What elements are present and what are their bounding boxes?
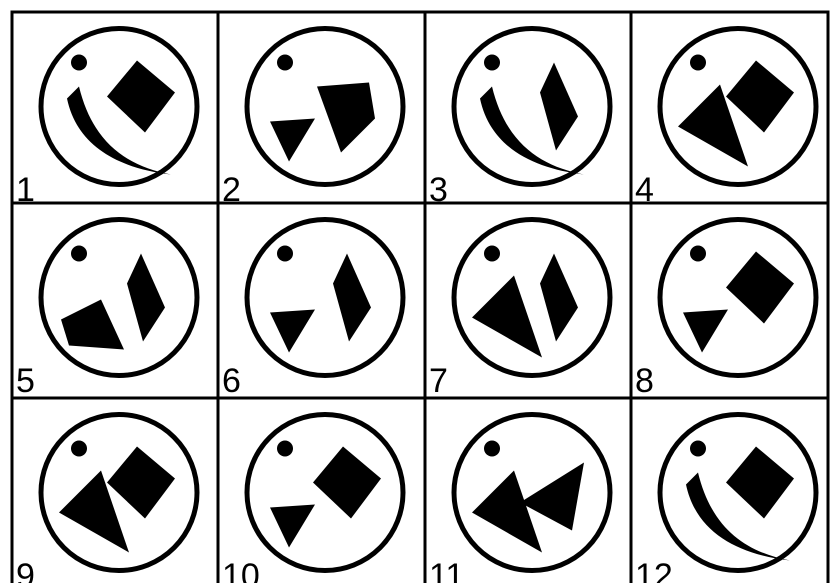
figure-circle [454, 29, 610, 185]
figure-dot [71, 55, 87, 71]
figure-dot [71, 441, 87, 457]
cell-number-label: 7 [429, 362, 448, 400]
figure-cell-7: 7 [429, 220, 610, 401]
figure-cell-1: 1 [16, 29, 197, 210]
figure-dot [690, 246, 706, 262]
figure-dot [484, 441, 500, 457]
figure-cell-4: 4 [635, 29, 816, 210]
figure-dot [690, 441, 706, 457]
figure-cell-9: 9 [16, 415, 197, 583]
figure-dot [484, 55, 500, 71]
figure-dot [277, 246, 293, 262]
figure-cell-11: 11 [429, 415, 610, 583]
figure-circle [247, 220, 403, 376]
cell-number-label: 10 [222, 557, 260, 583]
cell-number-label: 12 [635, 557, 673, 583]
cell-number-label: 3 [429, 171, 448, 209]
figure-dot [277, 441, 293, 457]
figure-cell-6: 6 [222, 220, 403, 401]
figure-circle [41, 220, 197, 376]
figure-cell-8: 8 [635, 220, 816, 401]
figure-cell-12: 12 [635, 415, 816, 583]
figure-circle [454, 415, 610, 571]
cell-number-label: 4 [635, 171, 654, 209]
cell-number-label: 8 [635, 362, 654, 400]
figure-cell-2: 2 [222, 29, 403, 210]
figure-cell-5: 5 [16, 220, 197, 401]
cell-number-label: 11 [429, 557, 464, 583]
figure-circle [454, 220, 610, 376]
cell-number-label: 5 [16, 362, 35, 400]
figure-dot [690, 55, 706, 71]
figure-dot [277, 55, 293, 71]
figure-cell-10: 10 [222, 415, 403, 583]
figure-dot [484, 246, 500, 262]
figure-dot [71, 246, 87, 262]
cell-number-label: 1 [16, 171, 35, 209]
cell-number-label: 2 [222, 171, 241, 209]
cell-number-label: 9 [16, 557, 35, 583]
cell-number-label: 6 [222, 362, 241, 400]
figure-cell-3: 3 [429, 29, 610, 210]
